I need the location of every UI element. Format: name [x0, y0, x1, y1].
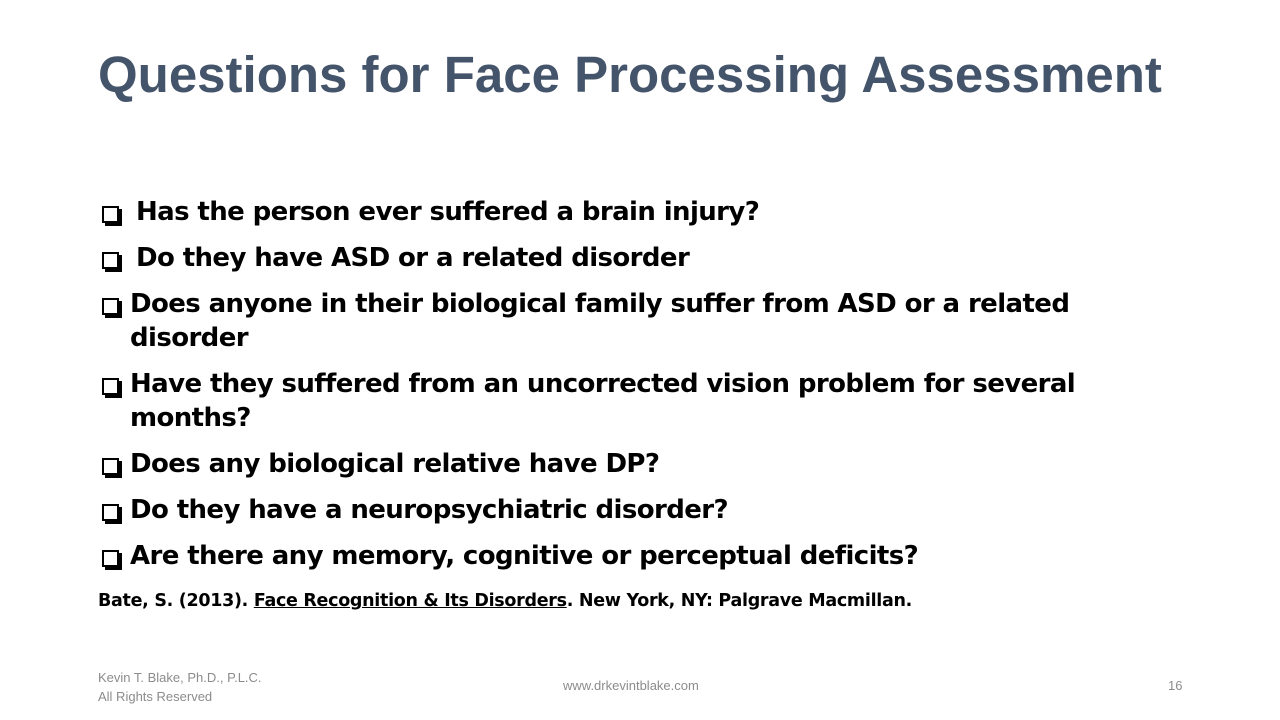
checkbox-bullet-icon	[102, 290, 119, 324]
slide-title: Questions for Face Processing Assessment	[98, 46, 1162, 103]
checkbox-bullet-icon	[102, 542, 119, 576]
bullet-text: Do they have ASD or a related disorder	[136, 243, 690, 273]
list-item: Do they have ASD or a related disorder	[102, 241, 1182, 275]
footer-page-number: 16	[1168, 678, 1183, 693]
bullet-text: Has the person ever suffered a brain inj…	[136, 197, 760, 227]
citation-book-title: Face Recognition & Its Disorders	[253, 591, 567, 611]
checkbox-bullet-icon	[102, 496, 119, 530]
citation: Bate, S. (2013). Face Recognition & Its …	[98, 589, 912, 613]
bullet-text: Are there any memory, cognitive or perce…	[130, 541, 919, 571]
bullet-text: Does anyone in their biological family s…	[130, 289, 1070, 353]
question-list: Has the person ever suffered a brain inj…	[102, 195, 1182, 585]
checkbox-bullet-icon	[102, 370, 119, 404]
bullet-text: Does any biological relative have DP?	[130, 449, 660, 479]
bullet-text: Have they suffered from an uncorrected v…	[130, 369, 1076, 433]
citation-prefix: Bate, S. (2013).	[98, 591, 254, 611]
footer-website: www.drkevintblake.com	[563, 678, 699, 693]
list-item: Does any biological relative have DP?	[102, 447, 1182, 481]
list-item: Has the person ever suffered a brain inj…	[102, 195, 1182, 229]
checkbox-bullet-icon	[102, 244, 119, 278]
bullet-text: Do they have a neuropsychiatric disorder…	[130, 495, 729, 525]
list-item: Do they have a neuropsychiatric disorder…	[102, 493, 1182, 527]
list-item: Does anyone in their biological family s…	[102, 287, 1182, 355]
footer-author-line1: Kevin T. Blake, Ph.D., P.L.C.	[98, 670, 262, 685]
checkbox-bullet-icon	[102, 450, 119, 484]
citation-suffix: . New York, NY: Palgrave Macmillan.	[566, 591, 913, 611]
footer-author-line2: All Rights Reserved	[98, 689, 213, 704]
checkbox-bullet-icon	[102, 198, 119, 232]
list-item: Have they suffered from an uncorrected v…	[102, 367, 1182, 435]
footer-author: Kevin T. Blake, Ph.D., P.L.C. All Rights…	[98, 668, 262, 706]
list-item: Are there any memory, cognitive or perce…	[102, 539, 1182, 573]
